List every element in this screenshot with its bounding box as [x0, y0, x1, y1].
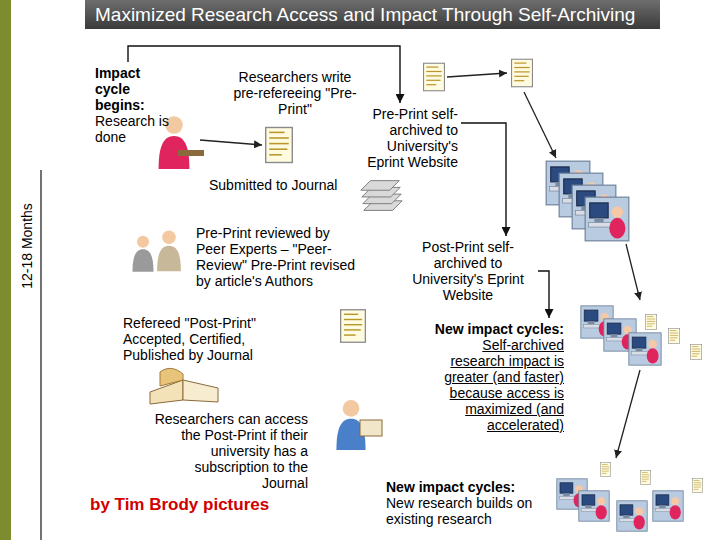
flow-line [447, 73, 507, 77]
step-text: New impact cycles:Self-archived research… [423, 318, 567, 436]
flow-line [626, 244, 640, 300]
flow-line [616, 370, 640, 458]
step-text: Impact cycle begins:Research is done [92, 62, 174, 148]
open-book [150, 368, 218, 404]
computer-station [579, 491, 609, 521]
step-body: Research is done [95, 113, 171, 145]
small-document [690, 345, 701, 360]
step-text: Pre-Print self-archived to University's … [345, 103, 461, 173]
time-line [40, 170, 42, 540]
archived-document [424, 63, 445, 91]
computer-station [617, 501, 647, 531]
connector-arrow [538, 271, 549, 318]
step-body: New research builds on existing research [386, 495, 545, 527]
flow-line [200, 140, 262, 145]
small-document [645, 315, 656, 330]
postprint-document [341, 310, 366, 343]
step-body: Self-archived research impact is greater… [426, 337, 564, 433]
journal-stack [361, 181, 402, 211]
reader-paper [360, 420, 382, 436]
step-body: Pre-Print reviewed by Peer Experts – "Pe… [196, 225, 358, 289]
slide-title: Maximized Research Access and Impact Thr… [95, 4, 635, 25]
step-text: Submitted to Journal [206, 174, 356, 196]
reviewer-figure [157, 230, 181, 271]
computer-station [629, 333, 661, 365]
computer-station [653, 491, 683, 521]
step-body: Refereed "Post-Print" Accepted, Certifie… [123, 315, 275, 363]
computer-station [585, 197, 629, 241]
step-heading: New impact cycles: [386, 479, 545, 495]
flow-line [524, 92, 556, 158]
step-text: Pre-Print reviewed by Peer Experts – "Pe… [193, 222, 361, 292]
credit-label: by Tim Brody pictures [90, 495, 269, 514]
step-text: Post-Print self-archived to University's… [398, 236, 538, 306]
connector-arrow [461, 123, 506, 236]
step-text: Refereed "Post-Print" Accepted, Certifie… [120, 312, 278, 366]
small-document [600, 463, 610, 477]
preprint-document [266, 128, 293, 163]
step-text: Researchers can access the Post-Print if… [143, 408, 311, 494]
time-span-label: 12-18 Months [19, 203, 35, 289]
step-body: Post-Print self-archived to University's… [401, 239, 535, 303]
step-body: Pre-Print self-archived to University's … [348, 106, 458, 170]
step-text: Researchers write pre-refereeing "Pre-Pr… [226, 66, 364, 120]
small-document [692, 479, 702, 493]
step-heading: New impact cycles: [426, 321, 564, 337]
desk [178, 150, 204, 156]
side-bar [0, 0, 11, 540]
small-document [668, 329, 679, 344]
title-bar: Maximized Research Access and Impact Thr… [85, 0, 660, 29]
archived-document [512, 59, 533, 87]
small-document [640, 471, 650, 485]
step-body: Researchers can access the Post-Print if… [146, 411, 308, 491]
step-body: Submitted to Journal [209, 177, 353, 193]
step-heading: Impact cycle begins: [95, 65, 171, 113]
reviewer-figure [133, 236, 154, 272]
step-text: New impact cycles:New research builds on… [383, 476, 548, 530]
step-body: Researchers write pre-refereeing "Pre-Pr… [229, 69, 361, 117]
